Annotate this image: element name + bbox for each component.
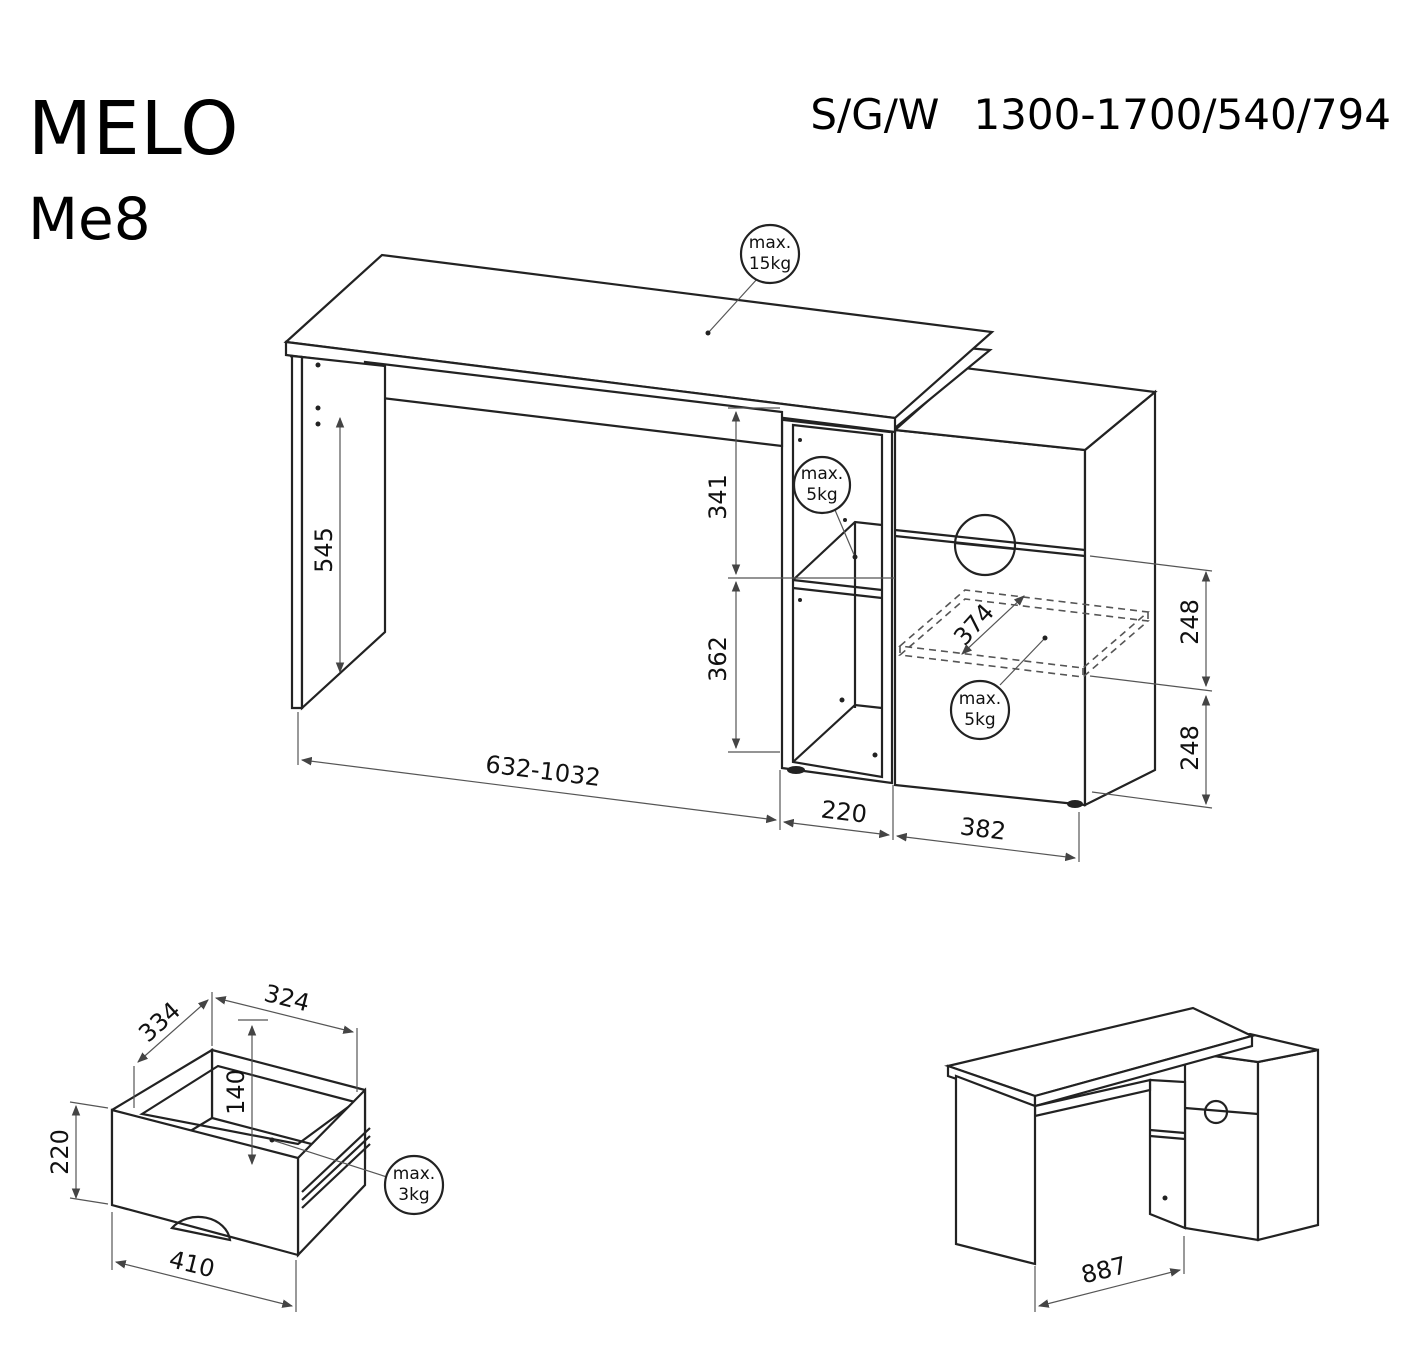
product-name: MELO xyxy=(28,86,240,172)
shelf-unit-inner xyxy=(791,423,884,779)
svg-text:max.: max. xyxy=(393,1164,435,1184)
door-handle xyxy=(953,513,1017,577)
svg-text:max.: max. xyxy=(749,233,791,253)
load-badge-top xyxy=(739,223,801,285)
overall-dimensions: S/G/W 1300-1700/540/794 xyxy=(810,90,1391,139)
drawer-dim-front-width: 410 xyxy=(166,1245,217,1283)
title-block: MELO Me8 xyxy=(28,84,239,254)
dim-leg-height: 545 xyxy=(310,527,338,573)
cabinet-door-split xyxy=(894,528,1086,552)
dim-cabinet-lower: 248 xyxy=(1176,725,1204,771)
drawer-load-badge xyxy=(383,1154,445,1216)
load-badge-shelf xyxy=(792,455,852,515)
drawer-dim-front-height: 220 xyxy=(46,1129,74,1175)
shelf-board xyxy=(792,578,883,592)
drawer-handle xyxy=(169,1215,232,1242)
corner-dim-depth: 887 xyxy=(1078,1251,1129,1289)
dim-lower-shelf: 362 xyxy=(704,636,732,682)
dim-cabinet-upper: 248 xyxy=(1176,599,1204,645)
corner-cabinet-side xyxy=(1256,1048,1320,1242)
svg-text:max.: max. xyxy=(959,689,1001,709)
desk-main-view: 545 341 362 632-1032 220 382 374 248 248… xyxy=(283,223,1213,862)
dimensions-label: S/G/W xyxy=(810,90,940,139)
corner-shelf-unit xyxy=(1148,1078,1187,1230)
corner-cabinet-front xyxy=(1183,1050,1260,1242)
load-badge-cabinet xyxy=(949,679,1011,741)
drawer-dim-depth: 334 xyxy=(133,996,186,1047)
corner-left-leg xyxy=(954,1074,1037,1266)
svg-text:3kg: 3kg xyxy=(398,1185,429,1205)
cabinet-side xyxy=(1083,389,1157,807)
dimensions-value: 1300-1700/540/794 xyxy=(973,90,1391,139)
model-code: Me8 xyxy=(28,185,151,253)
svg-text:max.: max. xyxy=(801,464,843,484)
corner-view: 887 xyxy=(944,1006,1320,1312)
drawer-dim-inner-height: 140 xyxy=(222,1069,250,1115)
dim-cabinet-width: 382 xyxy=(959,812,1008,845)
drawer-view: 334 324 140 220 410 max. 3kg xyxy=(46,979,445,1312)
svg-text:15kg: 15kg xyxy=(749,254,791,274)
svg-text:5kg: 5kg xyxy=(806,485,837,505)
dim-upper-shelf: 341 xyxy=(704,474,732,520)
svg-text:5kg: 5kg xyxy=(964,710,995,730)
dim-shelf-width: 220 xyxy=(820,795,869,828)
